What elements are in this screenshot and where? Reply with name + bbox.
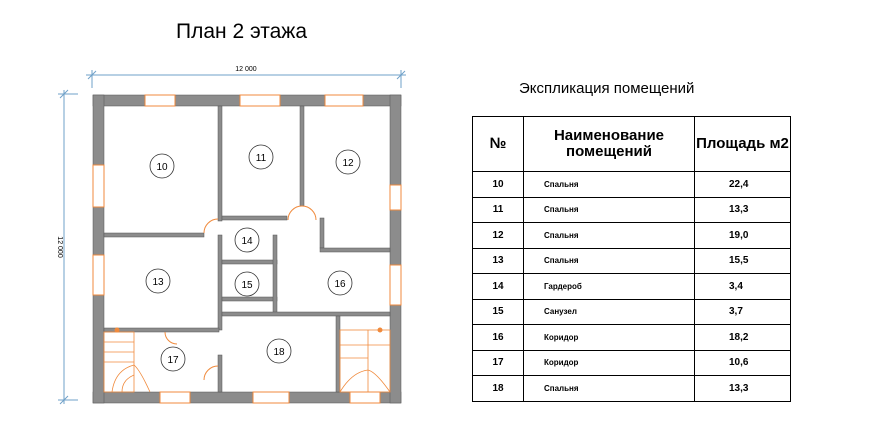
interior-walls — [103, 105, 391, 393]
cell-no: 18 — [472, 375, 524, 402]
room-marker-10: 10 — [149, 153, 175, 179]
room-marker-17: 17 — [160, 346, 186, 372]
explication-title: Экспликация помещений — [519, 80, 695, 97]
dimension-horizontal — [86, 70, 406, 88]
header-number: № — [472, 116, 524, 172]
floor-plan: 12 000 12 000 — [56, 66, 406, 405]
windows — [92, 94, 402, 404]
svg-text:16: 16 — [334, 279, 346, 290]
cell-no: 11 — [472, 196, 524, 223]
cell-area: 18,2 — [694, 324, 791, 351]
cell-name: Спальня — [523, 222, 695, 249]
cell-area: 3,7 — [694, 298, 791, 325]
svg-text:12: 12 — [342, 158, 354, 169]
room-marker-14: 14 — [234, 227, 260, 253]
room-marker-13: 13 — [145, 268, 171, 294]
stair-marker-left — [114, 327, 120, 333]
room-marker-15: 15 — [234, 271, 260, 297]
cell-area: 19,0 — [694, 222, 791, 249]
cell-area: 10,6 — [694, 349, 791, 376]
cell-no: 10 — [472, 171, 524, 198]
cell-no: 13 — [472, 247, 524, 274]
svg-text:17: 17 — [167, 355, 179, 366]
header-area: Площадь м2 — [694, 116, 791, 172]
cell-no: 15 — [472, 298, 524, 325]
svg-text:18: 18 — [273, 347, 285, 358]
cell-area: 13,3 — [694, 196, 791, 223]
cell-no: 16 — [472, 324, 524, 351]
svg-text:15: 15 — [241, 280, 253, 291]
room-marker-12: 12 — [335, 149, 361, 175]
svg-text:11: 11 — [256, 153, 267, 164]
stair-marker-right — [377, 327, 383, 333]
cell-area: 22,4 — [694, 171, 791, 198]
cell-name: Гардероб — [523, 273, 695, 300]
plan-title: План 2 этажа — [176, 20, 308, 43]
cell-name: Коридор — [523, 324, 695, 351]
cell-name: Санузел — [523, 298, 695, 325]
dimension-horizontal-label: 12 000 — [235, 66, 257, 73]
cell-name: Спальня — [523, 196, 695, 223]
table-header-row: № Наименование помещений Площадь м2 — [472, 116, 791, 172]
cell-name: Коридор — [523, 349, 695, 376]
room-marker-16: 16 — [327, 270, 353, 296]
dimension-vertical-label: 12 000 — [56, 236, 63, 258]
svg-text:14: 14 — [241, 236, 253, 247]
cell-area: 15,5 — [694, 247, 791, 274]
header-name: Наименование помещений — [523, 116, 695, 172]
cell-no: 14 — [472, 273, 524, 300]
cell-area: 13,3 — [694, 375, 791, 402]
doors — [164, 205, 317, 381]
cell-name: Спальня — [523, 375, 695, 402]
cell-name: Спальня — [523, 247, 695, 274]
cell-no: 12 — [472, 222, 524, 249]
dimension-vertical — [58, 89, 78, 405]
room-marker-11: 11 — [248, 144, 274, 170]
cell-no: 17 — [472, 349, 524, 376]
stairs-right — [339, 329, 391, 393]
room-marker-18: 18 — [266, 338, 292, 364]
svg-text:10: 10 — [156, 162, 168, 173]
cell-area: 3,4 — [694, 273, 791, 300]
svg-text:13: 13 — [152, 277, 164, 288]
cell-name: Спальня — [523, 171, 695, 198]
stairs-left — [103, 331, 151, 393]
